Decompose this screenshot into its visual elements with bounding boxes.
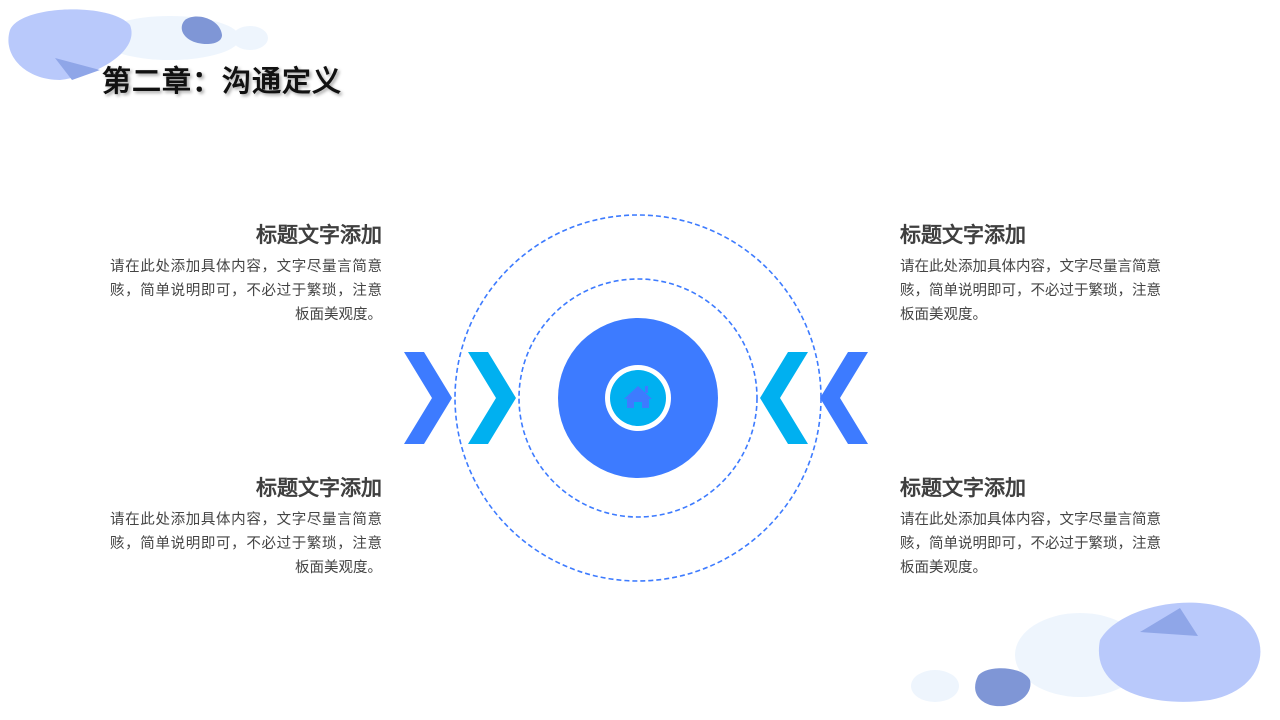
block-title: 标题文字添加 [900, 223, 1026, 247]
page-title: 第二章：沟通定义 [102, 64, 343, 98]
bottom-right-decoration [911, 602, 1261, 707]
block-body: 请在此处添加具体内容，文字尽量言简意赅，简单说明即可，不必过于繁琐，注意板面美观… [900, 259, 1161, 323]
chevron-right-icon [404, 352, 452, 444]
block-body: 请在此处添加具体内容，文字尽量言简意赅，简单说明即可，不必过于繁琐，注意板面美观… [110, 259, 382, 323]
block-body: 请在此处添加具体内容，文字尽量言简意赅，简单说明即可，不必过于繁琐，注意板面美观… [900, 512, 1161, 576]
top-left-decoration [8, 9, 268, 80]
text-block-bottom-right: 标题文字添加 请在此处添加具体内容，文字尽量言简意赅，简单说明即可，不必过于繁琐… [900, 474, 1172, 580]
home-icon [624, 386, 652, 408]
text-block-top-left: 标题文字添加 请在此处添加具体内容，文字尽量言简意赅，简单说明即可，不必过于繁琐… [110, 221, 382, 327]
text-block-top-right: 标题文字添加 请在此处添加具体内容，文字尽量言简意赅，简单说明即可，不必过于繁琐… [900, 221, 1172, 327]
text-block-bottom-left: 标题文字添加 请在此处添加具体内容，文字尽量言简意赅，简单说明即可，不必过于繁琐… [110, 474, 382, 580]
chevron-right-icon [468, 352, 516, 444]
chevron-left-icon [820, 352, 868, 444]
block-body: 请在此处添加具体内容，文字尽量言简意赅，简单说明即可，不必过于繁琐，注意板面美观… [110, 512, 382, 576]
block-title: 标题文字添加 [900, 476, 1026, 500]
chevron-left-icon [760, 352, 808, 444]
block-title: 标题文字添加 [256, 223, 382, 247]
block-title: 标题文字添加 [256, 476, 382, 500]
